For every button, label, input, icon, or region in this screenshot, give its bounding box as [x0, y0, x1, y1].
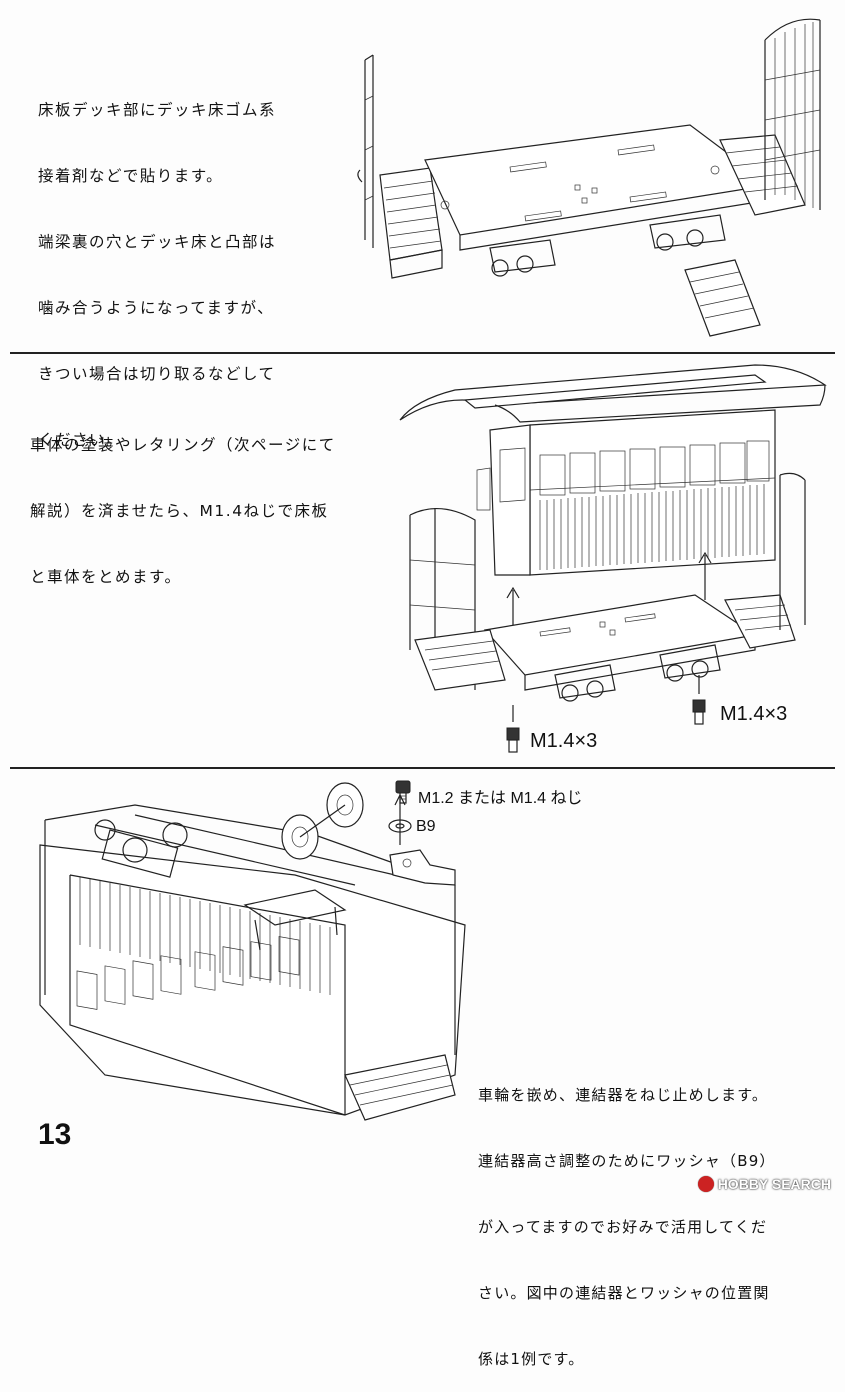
step3-line: 連結器高さ調整のためにワッシャ（B9）: [478, 1152, 776, 1170]
screw-spec-left: M1.4×3: [530, 730, 598, 752]
watermark: HOBBY SEARCH: [697, 1176, 831, 1192]
step1-line: 噛み合うようになってますが、: [38, 299, 275, 317]
step1-line: 床板デッキ部にデッキ床ゴム系: [38, 101, 277, 119]
step2-line: 解説）を済ませたら、M1.4ねじで床板: [30, 502, 329, 520]
step3-line: が入ってますのでお好みで活用してくだ: [478, 1218, 768, 1236]
step1-line: 端梁裏の穴とデッキ床と凸部は: [38, 233, 277, 251]
screw-spec: M1.2 または M1.4 ねじ: [418, 790, 583, 807]
coupler-icon: [389, 793, 456, 886]
step1-instructions: 床板デッキ部にデッキ床ゴム系 接着剤などで貼ります。 端梁裏の穴とデッキ床と凸部…: [38, 55, 276, 473]
watermark-logo-icon: [697, 1176, 714, 1192]
screw-icon: [692, 675, 706, 725]
watermark-text: HOBBY SEARCH: [717, 1176, 831, 1192]
step3-line: 係は1例です。: [478, 1350, 585, 1368]
screw-spec-right: M1.4×3: [720, 703, 788, 725]
underframe-deck-illustration: [357, 18, 821, 337]
step1-line: 接着剤などで貼ります。: [38, 167, 224, 185]
washer-spec: B9: [416, 818, 436, 835]
screw-icon: [506, 705, 520, 753]
step1-line: ください。: [38, 431, 124, 449]
wheel-coupler-illustration: [39, 782, 466, 1121]
step2-line: と車体をとめます。: [30, 568, 182, 586]
step2-line: 車体の塗装やレタリング（次ページにて: [30, 436, 336, 454]
body-mounting-illustration: [399, 364, 827, 753]
section-divider: [10, 352, 835, 354]
step2-instructions: 車体の塗装やレタリング（次ページにて 解説）を済ませたら、M1.4ねじで床板 と…: [30, 390, 336, 610]
wheelset-icon: [281, 782, 364, 860]
page-number: 13: [38, 1118, 72, 1151]
step1-line: きつい場合は切り取るなどして: [38, 365, 276, 383]
step3-instructions: 車輪を嵌め、連結器をねじ止めします。 連結器高さ調整のためにワッシャ（B9） が…: [478, 1040, 776, 1392]
step3-line: 車輪を嵌め、連結器をねじ止めします。: [478, 1086, 769, 1104]
step3-line: さい。図中の連結器とワッシャの位置関: [478, 1284, 770, 1302]
section-divider: [10, 767, 835, 769]
